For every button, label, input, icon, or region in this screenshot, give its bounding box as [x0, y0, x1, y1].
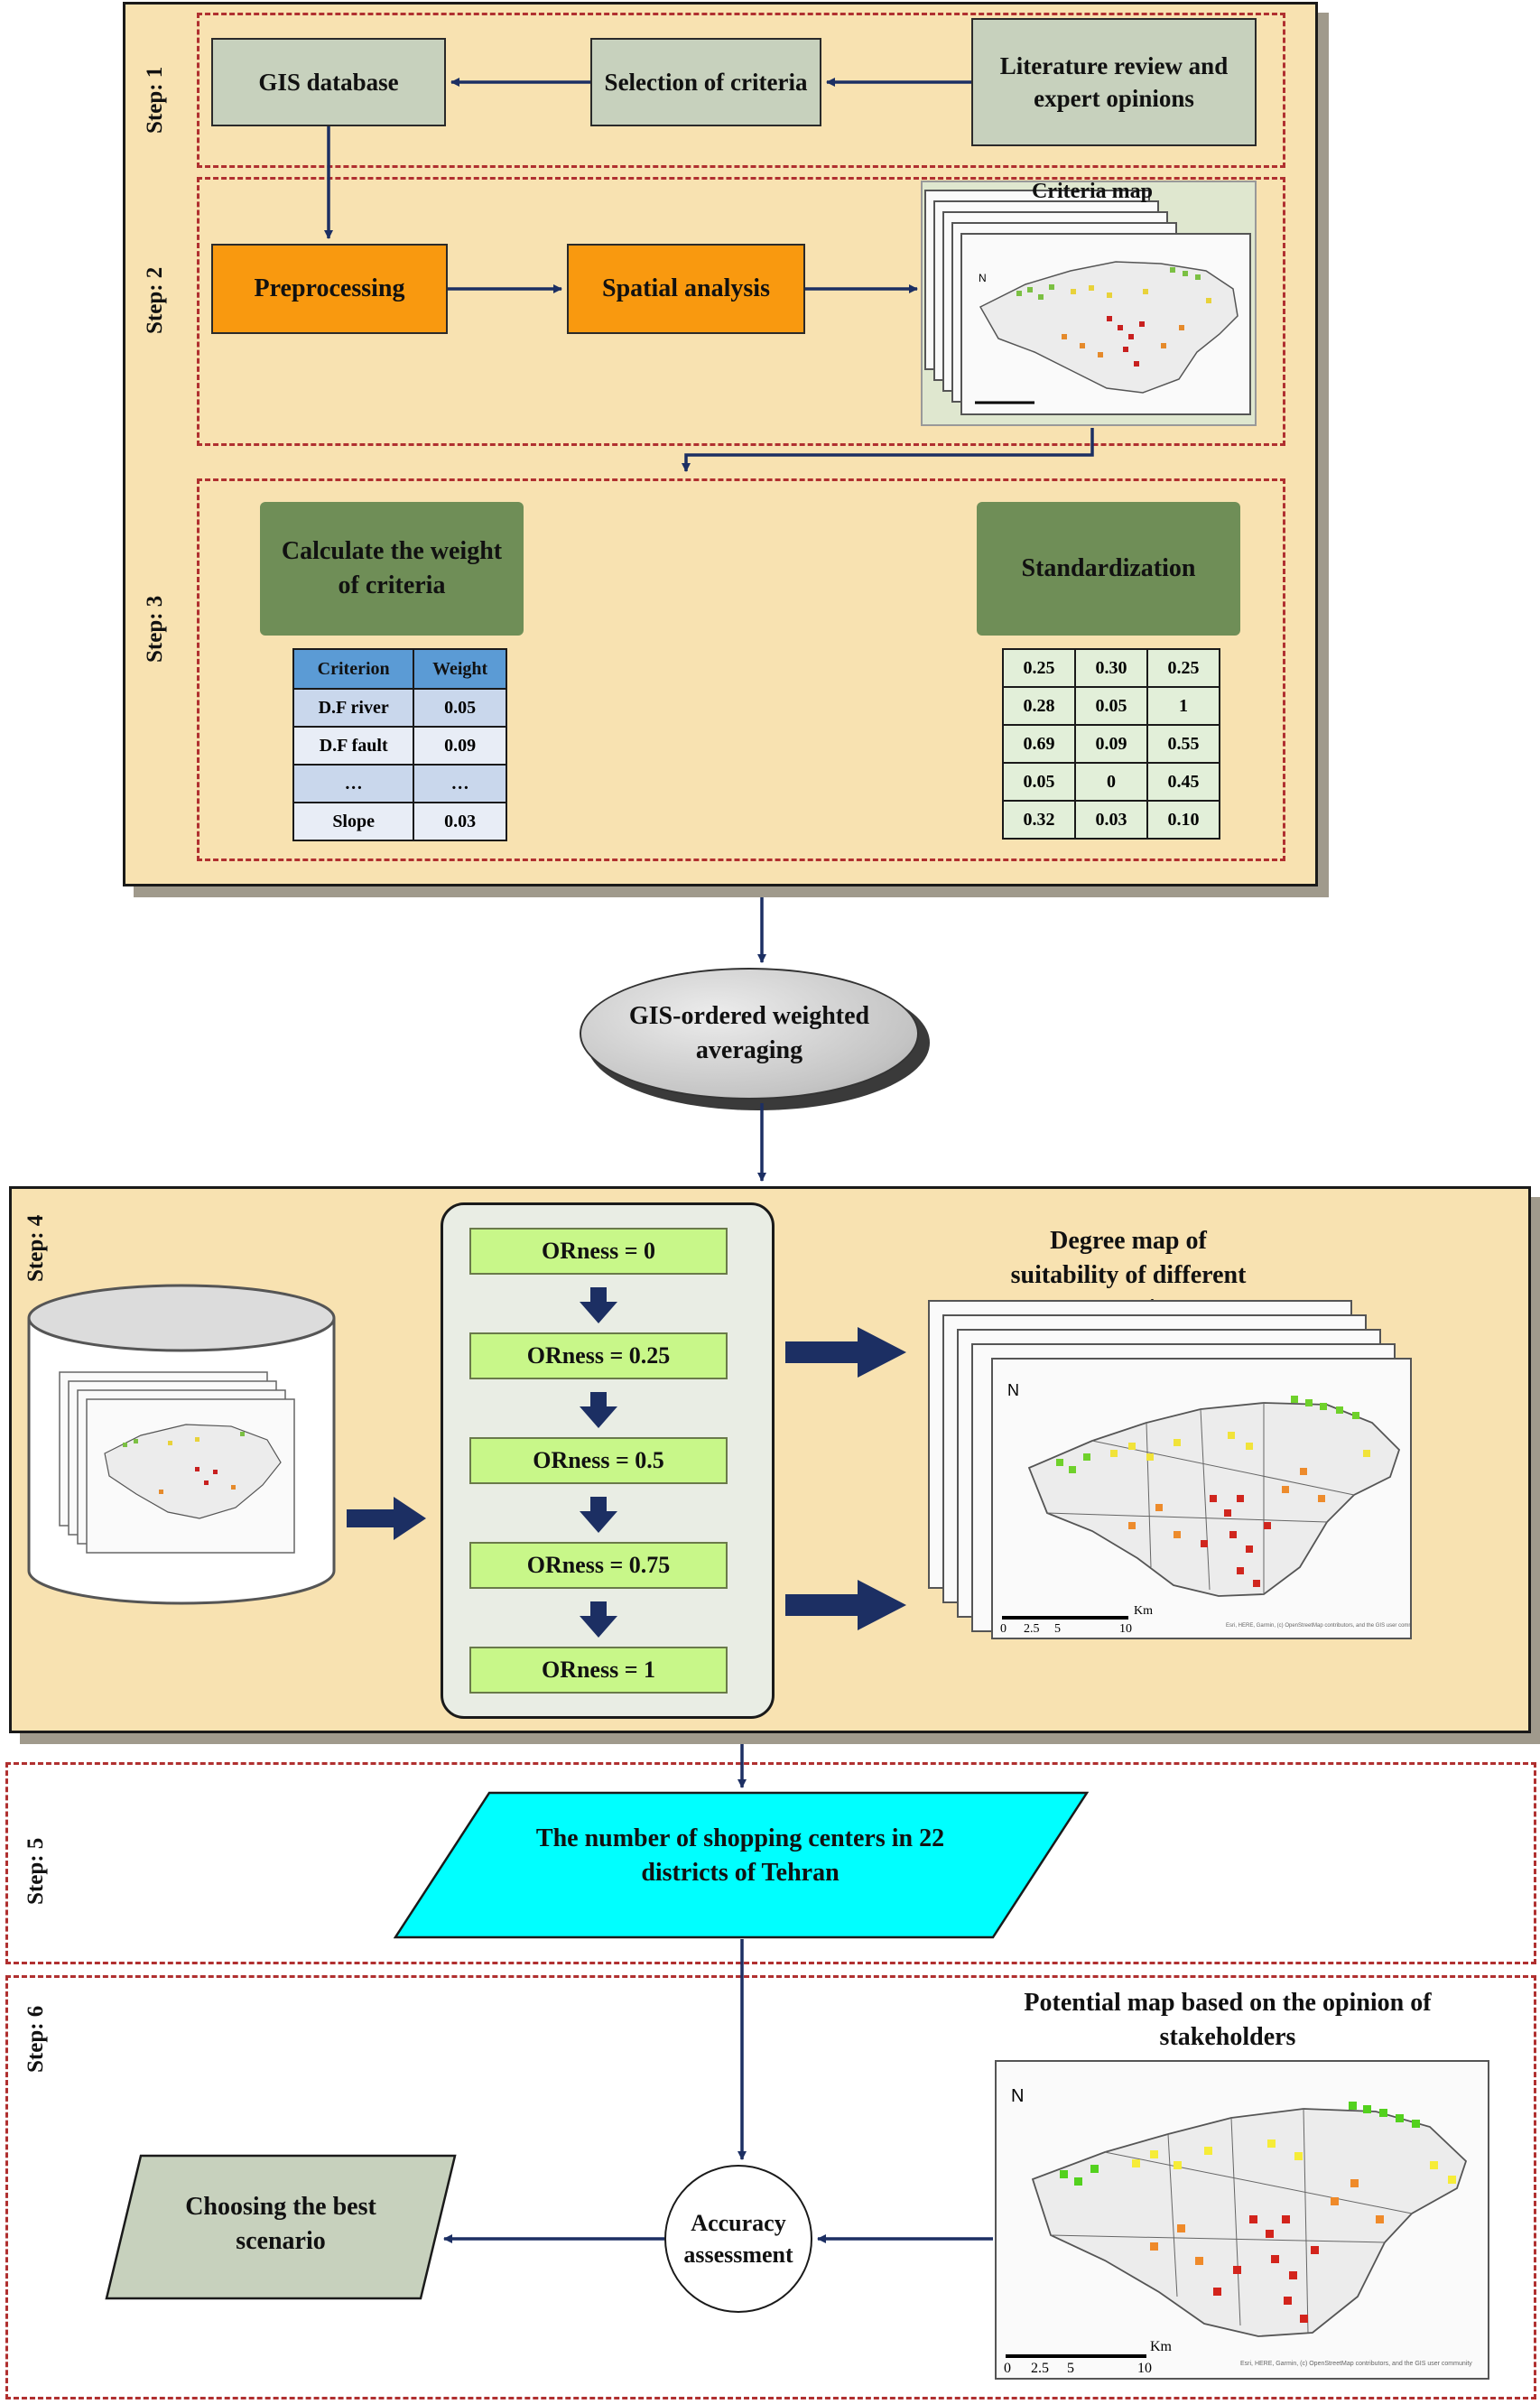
weight-table-header-criterion: Criterion — [292, 648, 415, 690]
std-cell: 0.25 — [1146, 648, 1220, 688]
weight-table-cell: Slope — [292, 802, 415, 841]
weight-table-cell: 0.05 — [413, 688, 507, 728]
cylinder-map-stack — [59, 1371, 295, 1554]
orness-05-box: ORness = 0.5 — [469, 1437, 728, 1484]
std-cell: 0 — [1074, 762, 1148, 802]
weight-table-cell: 0.03 — [413, 802, 507, 841]
potential-map-title: Potential map based on the opinion of st… — [1024, 1989, 1432, 2051]
orness-075-box: ORness = 0.75 — [469, 1542, 728, 1589]
standardization-box: Standardization — [977, 502, 1240, 636]
step4-label: Step: 4 — [23, 1214, 48, 1282]
std-cell: 0.55 — [1146, 724, 1220, 764]
potential-map-tick-3: 10 — [1137, 2361, 1152, 2376]
std-cell: 0.05 — [1002, 762, 1076, 802]
potential-map-tick-1: 2.5 — [1031, 2361, 1049, 2376]
step3-label: Step: 3 — [143, 595, 167, 663]
std-cell: 0.25 — [1002, 648, 1076, 688]
weight-table-cell: D.F fault — [292, 726, 415, 766]
potential-map-north: N — [1011, 2086, 1024, 2106]
potential-map-tick-2: 5 — [1067, 2361, 1074, 2376]
degree-map-main: N 0 2.5 5 10 Km Esri, HERE, Garmin, (c) … — [991, 1358, 1424, 1639]
database-cylinder — [27, 1284, 336, 1605]
weight-table: Criterion Weight D.F river 0.05 D.F faul… — [292, 648, 507, 841]
potential-map-image: N 0 2.5 5 10 Km Esri, HERE, Garmin, (c) … — [1004, 2086, 1472, 2376]
preprocessing-box: Preprocessing — [211, 244, 448, 334]
spatial-analysis-box: Spatial analysis — [567, 244, 805, 334]
weight-table-cell: … — [413, 764, 507, 803]
std-cell: 0.45 — [1146, 762, 1220, 802]
weight-table-cell: 0.09 — [413, 726, 507, 766]
criteria-map-image: N — [975, 261, 1238, 404]
potential-map: N 0 2.5 5 10 Km Esri, HERE, Garmin, (c) … — [995, 2060, 1489, 2380]
literature-review-box: Literature review and expert opinions — [971, 18, 1257, 146]
std-cell: 0.09 — [1074, 724, 1148, 764]
std-cell: 0.10 — [1146, 800, 1220, 840]
step1-label: Step: 1 — [143, 66, 167, 134]
gis-owa-ellipse: GIS-ordered weighted averaging — [580, 968, 919, 1100]
std-cell: 0.30 — [1074, 648, 1148, 688]
weight-table-cell: D.F river — [292, 688, 415, 728]
degree-map-tick-2: 5 — [1054, 1622, 1061, 1636]
step5-region — [5, 1762, 1536, 1964]
degree-map-image: N 0 2.5 5 10 Km Esri, HERE, Garmin, (c) … — [1000, 1381, 1424, 1636]
std-cell: 0.32 — [1002, 800, 1076, 840]
choosing-shape — [105, 2154, 457, 2300]
shopping-centers-shape — [394, 1791, 1089, 1939]
step5-label: Step: 5 — [23, 1837, 48, 1905]
degree-map-tick-1: 2.5 — [1024, 1622, 1040, 1636]
criteria-map-north: N — [979, 272, 987, 284]
std-cell: 0.69 — [1002, 724, 1076, 764]
step6-label: Step: 6 — [23, 2005, 48, 2073]
shopping-centers-text: The number of shopping centers in 22 dis… — [535, 1824, 945, 1887]
orness-0-box: ORness = 0 — [469, 1228, 728, 1275]
orness-1-box: ORness = 1 — [469, 1647, 728, 1694]
potential-map-unit: Km — [1150, 2339, 1173, 2354]
calculate-weight-box: Calculate the weight of criteria — [260, 502, 524, 636]
criteria-map-title: Criteria map — [1032, 180, 1153, 203]
std-cell: 0.28 — [1002, 686, 1076, 726]
gis-database-box: GIS database — [211, 38, 446, 126]
criteria-map-main: N — [960, 233, 1251, 415]
step3-region — [197, 478, 1285, 861]
selection-of-criteria-box: Selection of criteria — [590, 38, 821, 126]
accuracy-circle: Accuracy assessment — [664, 2165, 812, 2313]
step6-region — [5, 1975, 1536, 2399]
degree-map-north: N — [1007, 1381, 1019, 1399]
potential-map-tick-0: 0 — [1004, 2361, 1011, 2376]
step1-region — [197, 13, 1285, 168]
std-cell: 0.05 — [1074, 686, 1148, 726]
std-cell: 1 — [1146, 686, 1220, 726]
std-cell: 0.03 — [1074, 800, 1148, 840]
weight-table-header-weight: Weight — [413, 648, 507, 690]
choosing-text: Choosing the best scenario — [185, 2193, 376, 2255]
orness-025-box: ORness = 0.25 — [469, 1332, 728, 1379]
degree-map-credit: Esri, HERE, Garmin, (c) OpenStreetMap co… — [1226, 1623, 1410, 1629]
degree-map-tick-0: 0 — [1000, 1622, 1007, 1636]
step2-label: Step: 2 — [143, 266, 167, 334]
degree-map-unit: Km — [1134, 1604, 1153, 1618]
degree-map-tick-3: 10 — [1119, 1622, 1132, 1636]
weight-table-cell: … — [292, 764, 415, 803]
potential-map-credit: Esri, HERE, Garmin, (c) OpenStreetMap co… — [1240, 2361, 1472, 2367]
